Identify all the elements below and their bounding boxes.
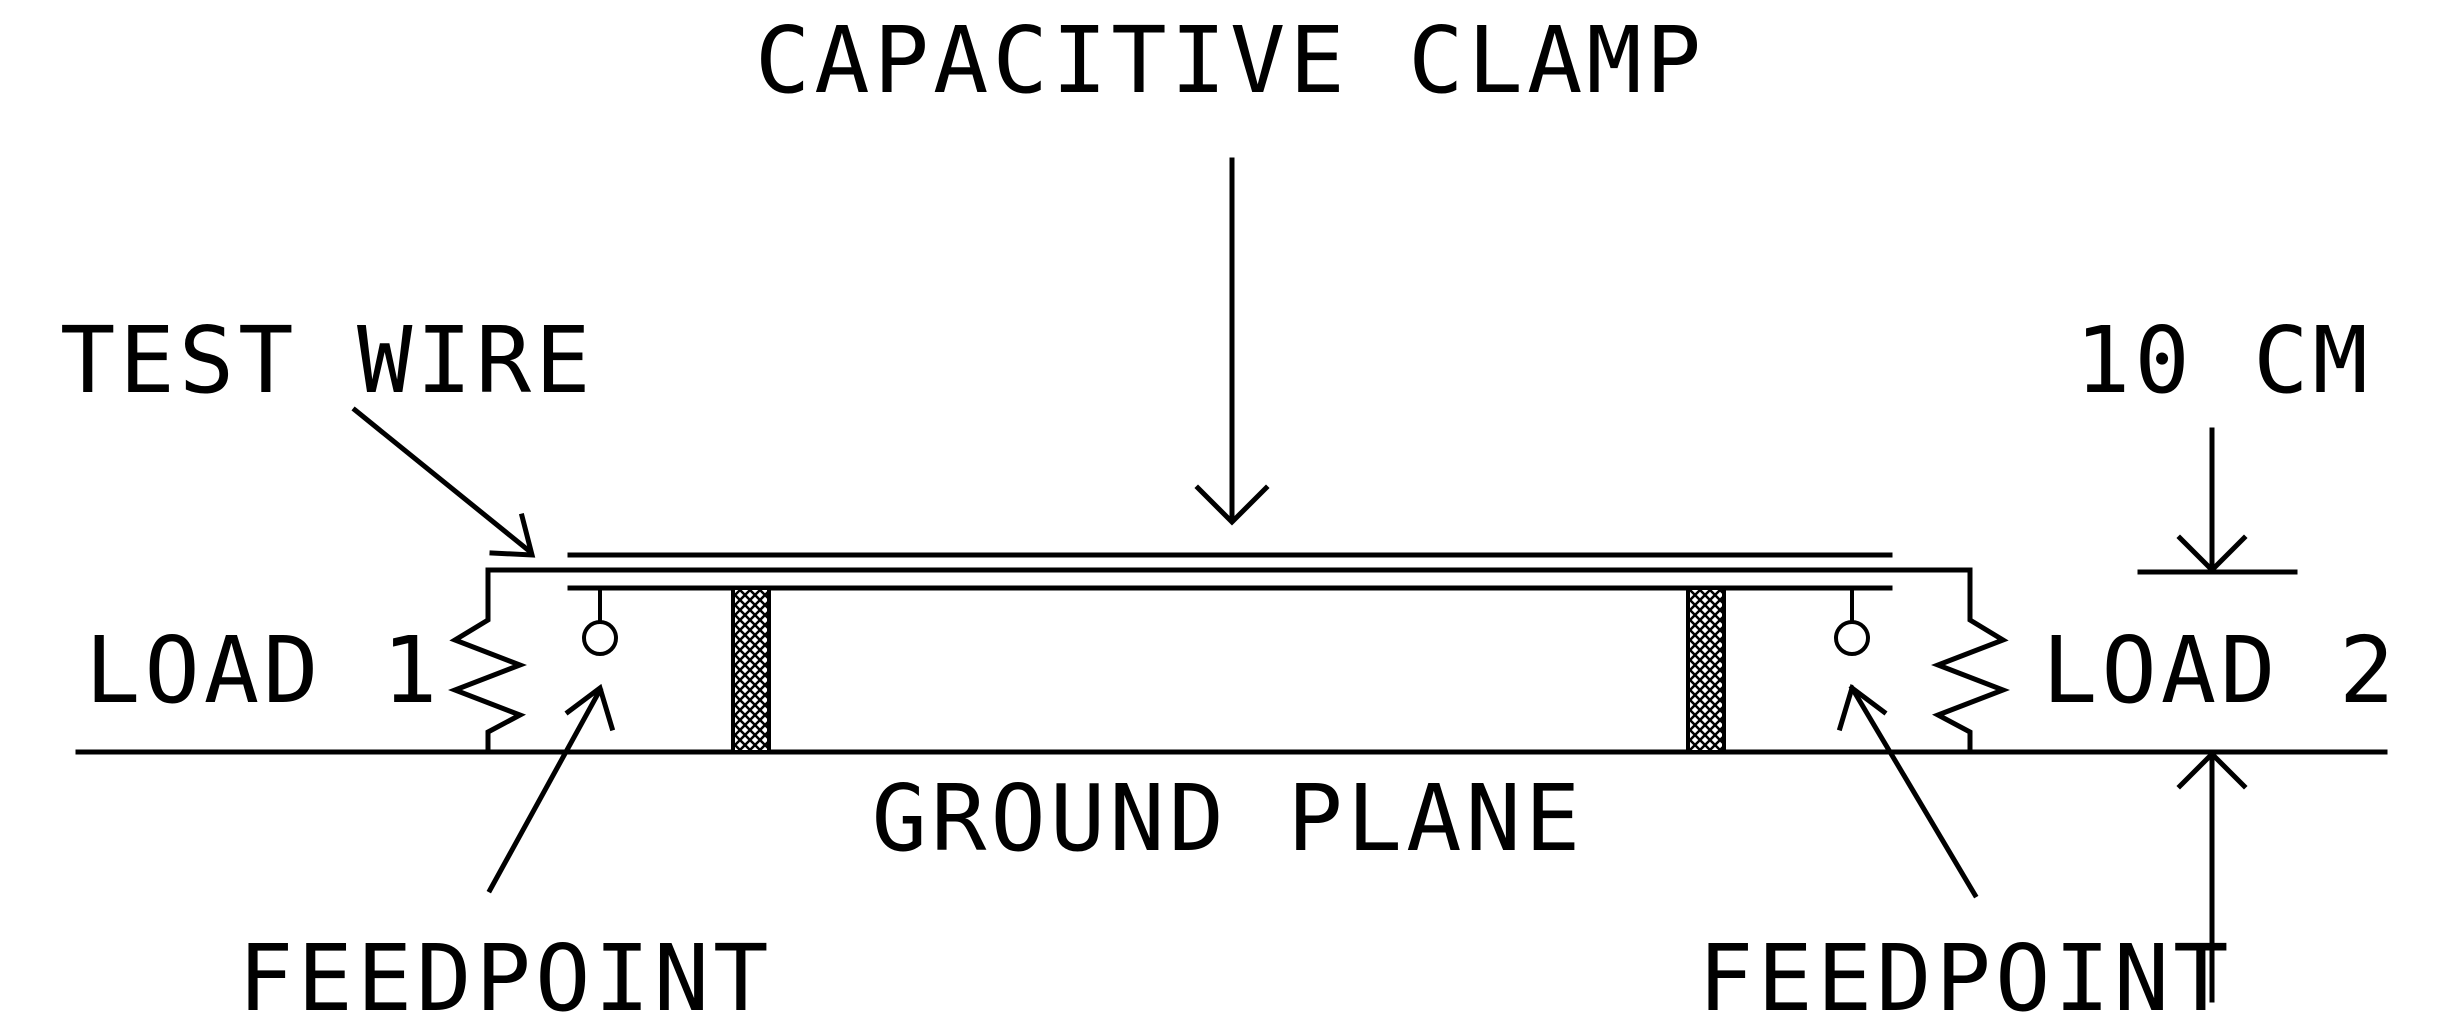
- dimension-marker-top: [2137, 427, 2298, 575]
- clamp-pointer-arrow: [1194, 157, 1270, 526]
- ground-plane-label: GROUND PLANE: [872, 765, 1585, 872]
- feedpoint-left-pointer-arrow: [486, 683, 616, 894]
- feedpoint-right-pointer-arrow: [1836, 683, 1979, 899]
- feedpoint-left-connector: [582, 590, 618, 656]
- feedpoint-right-label: FEEDPOINT: [1698, 925, 2233, 1030]
- test-wire-pointer-arrow: [351, 406, 536, 558]
- dimension-marker-bottom: [2176, 750, 2248, 1003]
- dielectric-support-right: [1686, 586, 1726, 754]
- dielectric-support-left: [731, 586, 771, 754]
- feedpoint-right-connector: [1834, 590, 1870, 656]
- feedpoint-left-label: FEEDPOINT: [238, 925, 773, 1030]
- test-wire-label: TEST WIRE: [60, 307, 595, 414]
- load-2-resistor: [1931, 567, 2010, 755]
- capacitive-clamp-label: CAPACITIVE CLAMP: [755, 7, 1705, 114]
- load-2-label: LOAD 2: [2042, 617, 2398, 724]
- ten-cm-label: 10 CM: [2075, 307, 2372, 414]
- load-1-resistor: [448, 567, 527, 755]
- load-1-label: LOAD 1: [85, 617, 441, 724]
